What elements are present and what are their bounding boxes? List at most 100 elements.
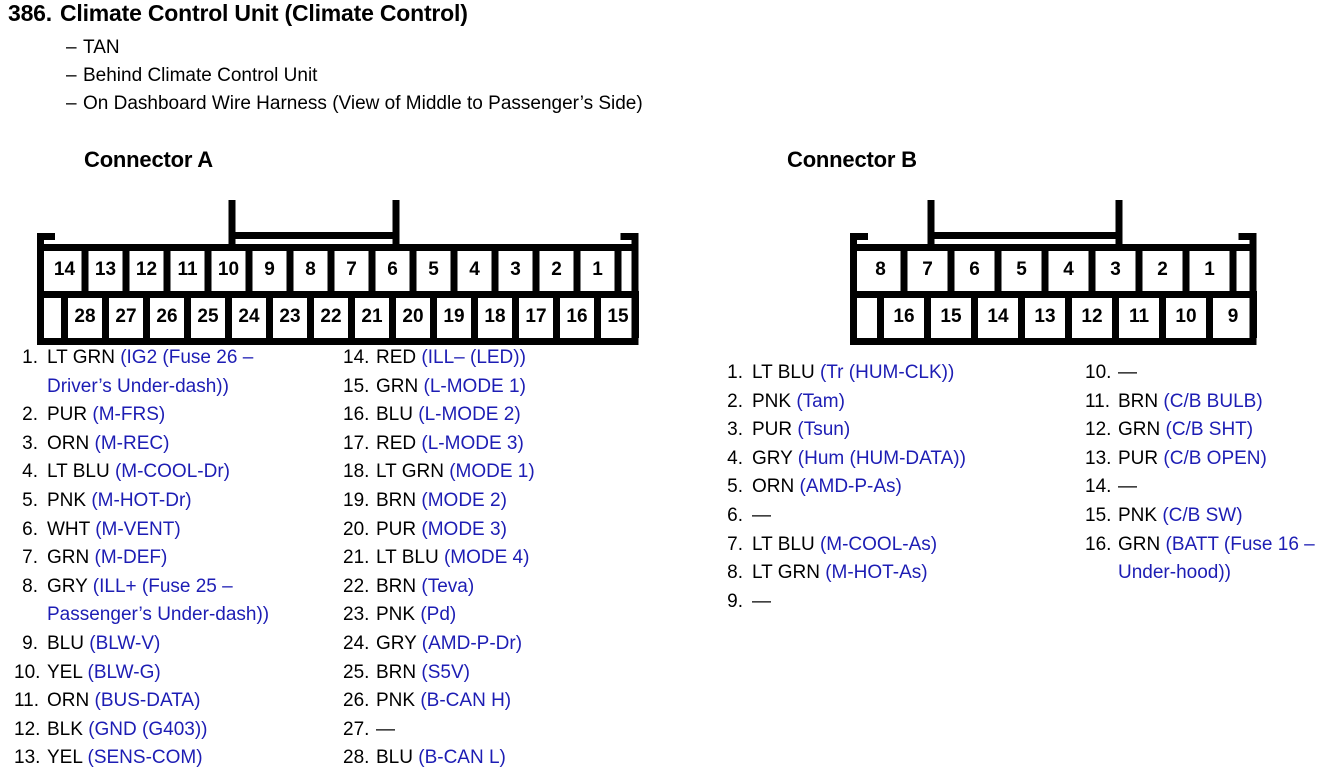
pin-row: 7.GRN (M-DEF)	[14, 544, 314, 573]
pin-cell-bottom: 13	[1034, 306, 1055, 327]
pin-number: 16.	[343, 404, 370, 426]
pin-row: 18.LT GRN (MODE 1)	[343, 458, 643, 487]
pin-row: 23.PNK (Pd)	[343, 601, 643, 630]
circuit-name: (M-COOL-Dr)	[109, 461, 230, 483]
pin-description: GRN (C/B SHT)	[1109, 416, 1253, 445]
pin-description: ORN (BUS-DATA)	[38, 687, 200, 716]
pin-description: PUR (C/B OPEN)	[1109, 445, 1267, 474]
cell-divider-top	[1088, 244, 1096, 291]
pin-row: 9.—	[719, 588, 1009, 617]
cell-divider-top	[1229, 244, 1237, 291]
wire-color: BLU	[47, 632, 84, 654]
pin-cell-top: 7	[922, 259, 933, 280]
pin-row: 19.BRN (MODE 2)	[343, 487, 643, 516]
pin-number: 17.	[343, 432, 370, 454]
pin-row: 2.PUR (M-FRS)	[14, 401, 314, 430]
cell-divider-bottom	[1065, 291, 1072, 338]
pin-row: 8.GRY (ILL+ (Fuse 25 – Passenger’s Under…	[14, 573, 314, 630]
circuit-name: (AMD-P-Dr)	[416, 632, 523, 654]
header-note-text: On Dashboard Wire Harness (View of Middl…	[83, 93, 643, 114]
pin-number: 15.	[1085, 504, 1112, 526]
pin-number: 11.	[14, 690, 40, 712]
pin-row: 7.LT BLU (M-COOL-As)	[719, 531, 1009, 560]
pin-number: 28.	[343, 747, 370, 769]
pin-row: 14.—	[1085, 473, 1342, 502]
circuit-name: (M-DEF)	[89, 547, 168, 569]
pin-cell-bottom: 27	[115, 306, 136, 327]
outer-wall-left	[37, 233, 44, 345]
wire-color: PUR	[752, 419, 793, 441]
circuit-name: (MODE 3)	[416, 518, 507, 540]
cell-divider-top	[1182, 244, 1190, 291]
pin-description: YEL (SENS-COM)	[38, 744, 203, 773]
circuit-name: (L-MODE 2)	[412, 404, 521, 426]
cell-divider-top	[286, 244, 294, 291]
cell-divider-bottom	[102, 291, 109, 338]
pin-cell-bottom: 14	[987, 306, 1009, 327]
pin-number: 8.	[22, 575, 38, 597]
wire-color: GRN	[47, 547, 90, 569]
pin-number: 15.	[343, 375, 370, 397]
pin-row: 15.GRN (L-MODE 1)	[343, 373, 643, 402]
wire-color: BRN	[1118, 390, 1159, 412]
pin-number: 13.	[14, 747, 41, 769]
pin-cell-bottom: 22	[320, 306, 341, 327]
circuit-name: (ILL+ (Fuse 25 – Passenger’s Under-dash)…	[47, 575, 270, 626]
pin-cell-top: 14	[54, 259, 76, 280]
pin-row: 21.LT BLU (MODE 4)	[343, 544, 643, 573]
wire-color: GRN	[1118, 419, 1161, 441]
circuit-name: (M-FRS)	[87, 404, 166, 426]
header-note: –On Dashboard Wire Harness (View of Midd…	[66, 90, 1342, 118]
pin-cell-bottom: 10	[1175, 306, 1196, 327]
pin-description: BRN (C/B BULB)	[1109, 388, 1263, 417]
top-wall	[857, 244, 1250, 251]
cell-divider-top	[81, 244, 89, 291]
pin-cell-top: 5	[428, 259, 439, 280]
circuit-name: (Tsun)	[792, 419, 851, 441]
wire-color: ORN	[47, 690, 90, 712]
circuit-name: (IG2 (Fuse 26 – Driver’s Under-dash))	[47, 347, 254, 397]
cell-divider-bottom	[1112, 291, 1119, 338]
pin-description: LT BLU (Tr (HUM-CLK))	[743, 359, 954, 388]
pin-row: 17.RED (L-MODE 3)	[343, 430, 643, 459]
wire-color: BLK	[47, 718, 83, 740]
cell-divider-bottom	[307, 291, 314, 338]
pin-row: 11.ORN (BUS-DATA)	[14, 687, 314, 716]
pin-number: 5.	[22, 489, 38, 511]
wire-color: YEL	[47, 747, 83, 769]
pin-unused-dash: —	[752, 590, 771, 612]
pin-number: 16.	[1085, 533, 1112, 555]
pin-row: 9.BLU (BLW-V)	[14, 630, 314, 659]
cell-divider-bottom	[1206, 291, 1213, 338]
cell-divider-top	[327, 244, 335, 291]
cell-divider-bottom	[1159, 291, 1166, 338]
cell-divider-bottom	[512, 291, 519, 338]
circuit-name: (Pd)	[415, 604, 457, 626]
cell-divider-top	[368, 244, 376, 291]
pin-row: 8.LT GRN (M-HOT-As)	[719, 559, 1009, 588]
pin-description: BLU (BLW-V)	[38, 630, 160, 659]
pin-cell-bottom: 11	[1129, 306, 1150, 327]
circuit-name: (Teva)	[416, 575, 475, 597]
pin-number: 19.	[343, 489, 370, 511]
cell-divider-top	[900, 244, 908, 291]
circuit-name: (M-HOT-Dr)	[86, 489, 192, 511]
pin-description: LT GRN (IG2 (Fuse 26 – Driver’s Under-da…	[38, 344, 314, 401]
pin-description: —	[743, 588, 771, 617]
circuit-name: (BLW-G)	[82, 661, 161, 683]
circuit-name: (SENS-COM)	[82, 747, 203, 769]
pin-cell-bottom: 26	[156, 306, 177, 327]
pin-cell-bottom: 18	[484, 306, 505, 327]
pin-row: 15.PNK (C/B SW)	[1085, 502, 1342, 531]
pin-cell-bottom: 19	[443, 306, 464, 327]
circuit-name: (AMD-P-As)	[794, 476, 902, 498]
pin-number: 18.	[343, 461, 370, 483]
pin-row: 12.GRN (C/B SHT)	[1085, 416, 1342, 445]
wire-color: BRN	[376, 489, 417, 511]
pin-number: 6.	[727, 504, 743, 526]
wire-color: BLU	[376, 747, 413, 769]
pin-description: RED (ILL– (LED))	[367, 344, 526, 373]
circuit-name: (M-REC)	[89, 432, 170, 454]
pin-description: LT BLU (MODE 4)	[367, 544, 529, 573]
